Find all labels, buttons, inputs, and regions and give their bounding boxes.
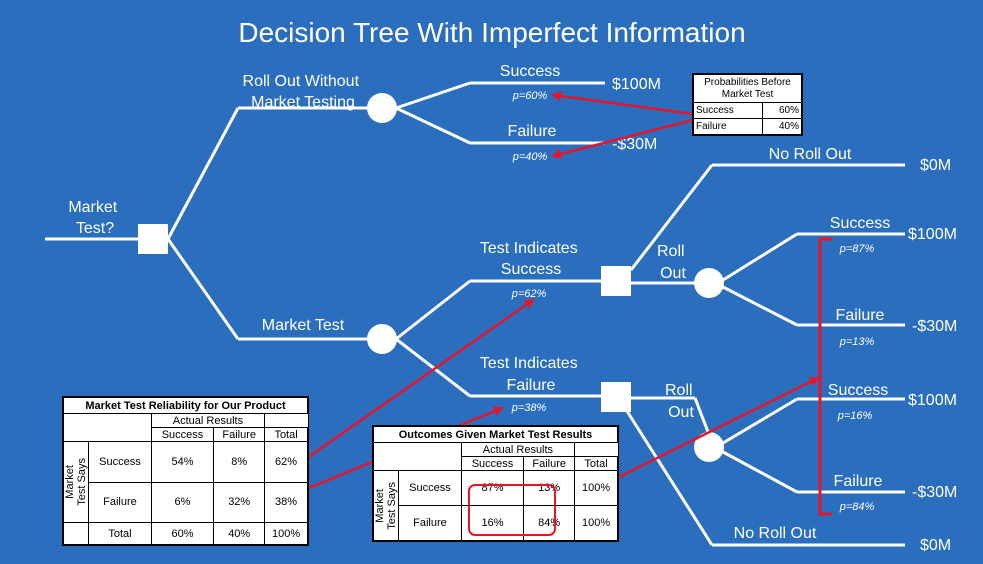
payoff-tf-failure: -$30M <box>912 484 957 501</box>
outcomes-group-header: Actual Results <box>460 442 576 457</box>
tf-failure-label: Failure <box>834 473 883 490</box>
reliability-cell: 32% <box>213 481 266 524</box>
roll-out-label-top: Roll Out <box>657 243 689 282</box>
prior-row-value-failure: 40% <box>762 118 802 135</box>
reliability-col-total: Total <box>264 427 308 442</box>
prior-table-header: Probabilities Before Market Test <box>693 74 802 103</box>
payoff-ts-failure: -$30M <box>912 318 957 335</box>
root-label-line1: Market <box>68 199 117 216</box>
prior-probabilities-table: Probabilities Before Market Test Success… <box>692 73 803 136</box>
decision-node-market-test <box>138 224 168 254</box>
roll-out-top-line2: Out <box>660 265 686 282</box>
ts-failure-label: Failure <box>836 307 885 324</box>
outcomes-table-title: Outcomes Given Market Test Results <box>373 426 618 443</box>
reliability-cell: 62% <box>264 441 308 483</box>
reliability-table: Market Test Reliability for Our Product … <box>62 396 309 546</box>
reliability-row-label-total: Total <box>88 522 152 545</box>
outcomes-row-group-label: Market Test Says <box>374 481 399 530</box>
test-success-label: Test Indicates Success <box>480 240 582 278</box>
test-failure-label: Test Indicates Failure <box>480 355 582 394</box>
no-test-success-label: Success <box>500 63 560 80</box>
outcomes-cell: 13% <box>523 470 576 506</box>
root-label-line2: Test? <box>76 220 114 237</box>
prob-ts-failure: p=13% <box>839 336 875 348</box>
outcomes-col-success: Success <box>460 456 525 471</box>
reliability-cell: 8% <box>213 441 266 483</box>
reliability-col-success: Success <box>150 427 215 442</box>
branch-no-test-line2: Market Testing <box>251 94 355 111</box>
payoff-no-test-failure: -$30M <box>612 136 657 153</box>
roll-out-bottom-line1: Roll <box>665 382 693 399</box>
payoff-no-roll-out-top: $0M <box>920 157 951 174</box>
outcomes-cell: 100% <box>574 505 618 541</box>
prob-no-test-failure: p=40% <box>512 151 548 163</box>
arrow-prior-failure <box>551 118 694 159</box>
outcomes-col-failure: Failure <box>523 456 576 471</box>
prob-tf-failure: p=84% <box>839 501 875 513</box>
no-roll-out-label-bottom: No Roll Out <box>734 525 817 542</box>
reliability-group-header: Actual Results <box>150 413 266 428</box>
tf-success-label: Success <box>828 382 888 399</box>
slide-title: Decision Tree With Imperfect Information <box>238 17 745 48</box>
reliability-cell: 40% <box>213 522 266 545</box>
reliability-row-label-success: Success <box>88 441 152 483</box>
outcomes-cell: 87% <box>460 470 525 506</box>
decision-node-test-success <box>601 266 631 296</box>
roll-out-top-line1: Roll <box>657 243 685 260</box>
arrow-prior-success <box>551 91 694 116</box>
reliability-cell: 100% <box>264 522 308 545</box>
no-test-failure-label: Failure <box>508 123 557 140</box>
prior-row-value-success: 60% <box>762 102 802 119</box>
chance-node-test-result <box>367 324 397 354</box>
roll-out-bottom-line2: Out <box>668 404 694 421</box>
reliability-table-title: Market Test Reliability for Our Product <box>63 397 308 414</box>
roll-out-label-bottom: Roll Out <box>665 382 697 421</box>
prob-test-failure: p=38% <box>511 402 547 414</box>
chance-node-roll-out-after-failure <box>694 432 724 462</box>
branch-no-test-line1: Roll Out Without <box>243 73 360 90</box>
decision-node-test-failure <box>601 382 631 412</box>
reliability-row-label-failure: Failure <box>88 481 152 524</box>
no-roll-out-label-top: No Roll Out <box>769 146 852 163</box>
reliability-cell: 54% <box>150 441 215 483</box>
arrow-reliability-success <box>296 298 535 467</box>
prob-ts-success: p=87% <box>839 243 875 255</box>
test-failure-line2: Failure <box>507 377 556 394</box>
outcomes-cell: 100% <box>574 470 618 506</box>
payoff-no-roll-out-bottom: $0M <box>920 537 951 554</box>
root-label: Market Test? <box>68 199 121 237</box>
tree-branches <box>45 81 905 547</box>
payoff-ts-success: $100M <box>908 226 957 243</box>
outcomes-cell: 16% <box>460 505 525 541</box>
reliability-row-group-label: Market Test Says <box>64 458 89 506</box>
branch-no-test-label: Roll Out Without Market Testing <box>243 73 364 111</box>
outcomes-row-label-failure: Failure <box>398 505 462 541</box>
reliability-cell: 6% <box>150 481 215 524</box>
chance-node-no-test <box>367 93 397 123</box>
reliability-col-failure: Failure <box>213 427 266 442</box>
prob-tf-success: p=16% <box>837 410 873 422</box>
outcomes-col-total: Total <box>574 456 618 471</box>
outcomes-table: Outcomes Given Market Test Results Actua… <box>372 425 619 542</box>
test-failure-line1: Test Indicates <box>480 355 578 372</box>
red-bracket <box>818 237 832 516</box>
test-success-line2: Success <box>501 261 561 278</box>
outcomes-cell: 84% <box>523 505 576 541</box>
payoff-no-test-success: $100M <box>612 76 661 93</box>
reliability-cell: 60% <box>150 522 215 545</box>
test-success-line1: Test Indicates <box>480 240 578 257</box>
chance-node-roll-out-after-success <box>694 268 724 298</box>
outcomes-row-label-success: Success <box>398 470 462 506</box>
ts-success-label: Success <box>830 215 890 232</box>
branch-test-label: Market Test <box>262 317 345 334</box>
prior-row-label-failure: Failure <box>692 118 764 135</box>
prior-row-label-success: Success <box>692 102 764 119</box>
payoff-tf-success: $100M <box>908 392 957 409</box>
prob-no-test-success: p=60% <box>512 90 548 102</box>
reliability-cell: 38% <box>264 481 308 524</box>
prob-test-success: p=62% <box>511 288 547 300</box>
